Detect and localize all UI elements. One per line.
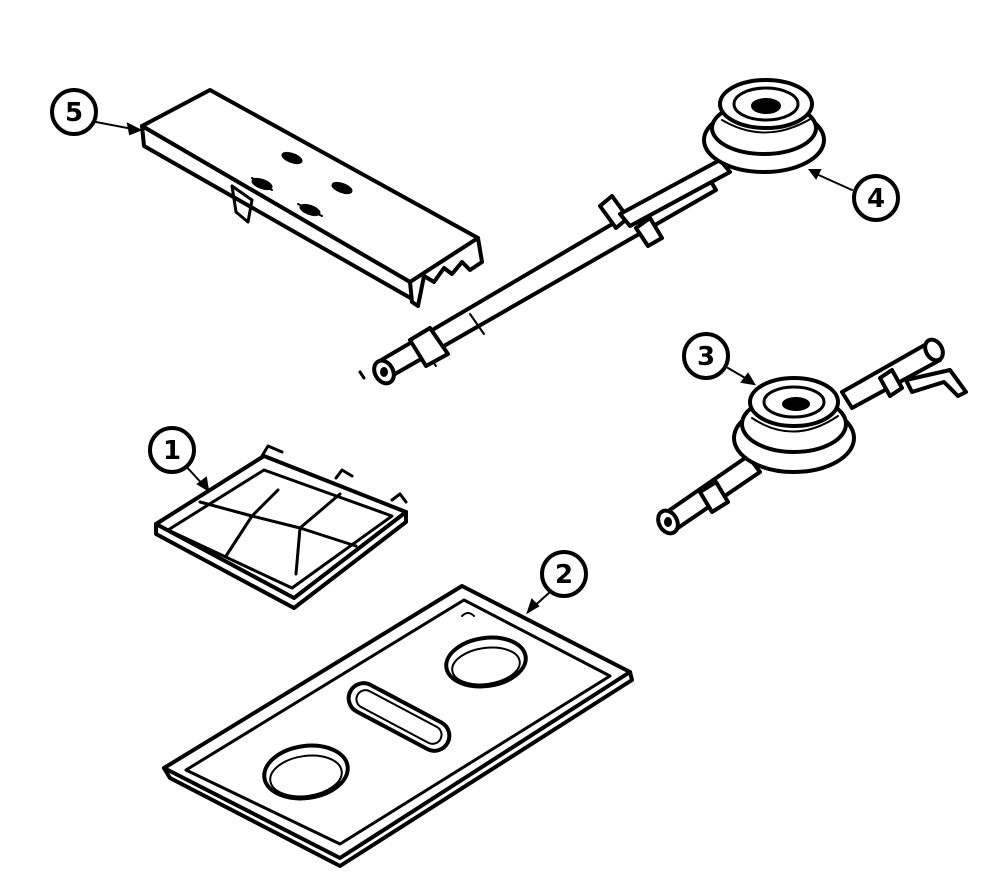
callout-3: 3 — [682, 332, 730, 380]
callout-3-label: 3 — [697, 342, 715, 372]
callout-5: 5 — [50, 88, 98, 136]
callout-1-label: 1 — [163, 436, 181, 466]
part-1-burner-grate — [154, 444, 408, 610]
callout-4: 4 — [852, 174, 900, 222]
part-5-burner-bracket — [140, 88, 484, 308]
callout-2-label: 2 — [555, 560, 573, 590]
callout-5-label: 5 — [65, 98, 83, 128]
callout-2: 2 — [540, 550, 588, 598]
part-2-burner-box — [162, 584, 634, 868]
part-3-front-burner — [656, 337, 968, 536]
part-4-rear-burner — [358, 78, 826, 386]
callout-4-label: 4 — [867, 184, 885, 214]
leader-lines — [95, 121, 853, 615]
callout-1: 1 — [148, 426, 196, 474]
